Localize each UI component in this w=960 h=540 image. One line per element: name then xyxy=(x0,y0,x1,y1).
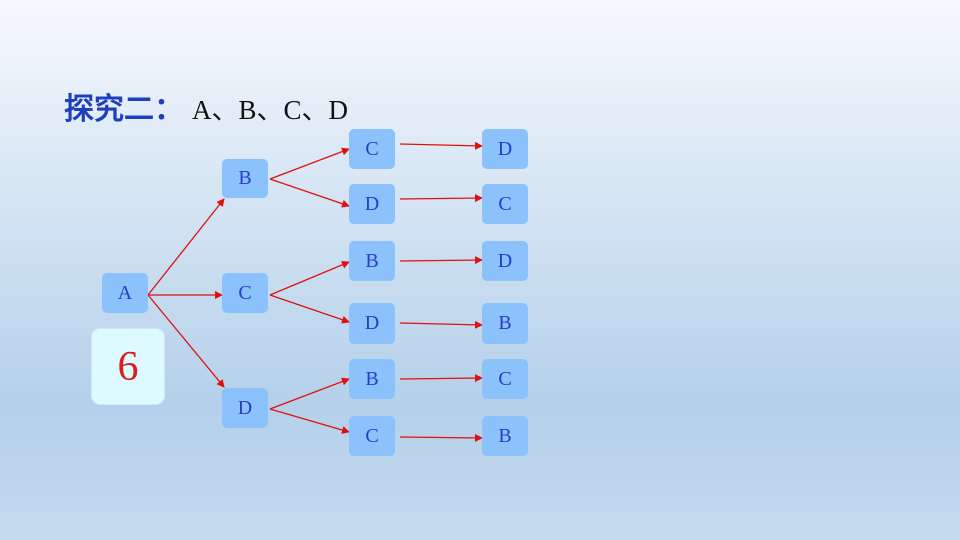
tree-edge-arrow xyxy=(399,141,483,150)
tree-node-level2: B xyxy=(349,359,395,399)
tree-node-level2: D xyxy=(349,184,395,224)
tree-edge-arrow xyxy=(399,320,483,329)
tree-node-level2: B xyxy=(349,241,395,281)
tree-edge-arrow xyxy=(269,294,350,324)
tree-node-level3: D xyxy=(482,241,528,281)
tree-node-level2: C xyxy=(349,416,395,456)
tree-node-root: A xyxy=(102,273,148,313)
tree-node-level1: C xyxy=(222,273,268,313)
tree-node-level3: D xyxy=(482,129,528,169)
tree-node-level3: B xyxy=(482,416,528,456)
tree-edge-arrow xyxy=(269,408,350,434)
tree-node-level3: B xyxy=(482,303,528,344)
permutation-count-value: 6 xyxy=(117,343,139,390)
title-letters: A、B、C、D xyxy=(192,95,349,125)
permutation-count: 6 xyxy=(91,328,165,405)
tree-node-level2: D xyxy=(349,303,395,344)
tree-node-level3: C xyxy=(482,359,528,399)
tree-edge-arrow xyxy=(399,256,483,265)
tree-edge-arrow xyxy=(269,178,350,208)
title-label: 探究二： xyxy=(64,92,184,127)
tree-edge-arrow xyxy=(269,377,350,410)
tree-node-level2: C xyxy=(349,129,395,169)
tree-node-level1: D xyxy=(222,388,268,428)
tree-edge-arrow xyxy=(269,261,350,296)
slide-title: 探究二： A、B、C、D xyxy=(64,84,349,127)
tree-edge-arrow xyxy=(147,198,225,296)
tree-edge-arrow xyxy=(269,147,350,180)
tree-edge-arrow xyxy=(399,374,483,383)
tree-node-level3: C xyxy=(482,184,528,224)
tree-edge-arrow xyxy=(399,194,483,203)
tree-edge-arrow xyxy=(147,294,225,388)
tree-node-level1: B xyxy=(222,159,268,198)
tree-edge-arrow xyxy=(399,433,483,442)
